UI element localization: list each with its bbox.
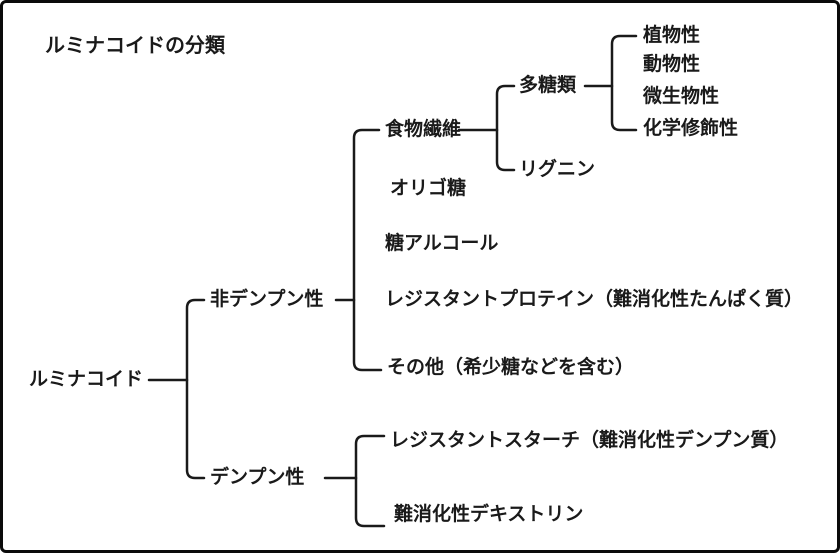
node-ruminacoid: ルミナコイド: [29, 369, 144, 390]
node-resistant-starch: レジスタントスターチ（難消化性デンプン質）: [390, 430, 789, 451]
node-dietary-fiber: 食物繊維: [385, 119, 462, 140]
node-chemically-modified: 化学修飾性: [643, 118, 739, 139]
connector-polysaccharide-bracket: [610, 34, 638, 132]
node-indigestible-dextrin: 難消化性デキストリン: [394, 504, 584, 525]
node-non-starch: 非デンプン性: [210, 289, 324, 310]
node-lignin: リグニン: [519, 159, 596, 180]
node-polysaccharide: 多糖類: [519, 75, 577, 96]
tree-connectors: [147, 34, 638, 528]
node-animal-derived: 動物性: [643, 54, 701, 75]
connector-nonstarch-bracket: [352, 128, 383, 372]
node-starch: デンプン性: [210, 467, 305, 488]
node-others: その他（希少糖などを含む）: [387, 357, 635, 378]
node-microbial-derived: 微生物性: [643, 86, 720, 107]
node-oligosaccharide: オリゴ糖: [390, 178, 467, 199]
connector-root-bracket: [185, 298, 206, 480]
connector-fiber-bracket: [495, 84, 516, 172]
node-resistant-protein: レジスタントプロテイン（難消化性たんぱく質）: [385, 289, 804, 310]
connector-starch-bracket: [354, 434, 386, 528]
node-plant-derived: 植物性: [643, 25, 701, 46]
diagram-title: ルミナコイドの分類: [45, 35, 225, 57]
node-sugar-alcohol: 糖アルコール: [385, 233, 499, 254]
